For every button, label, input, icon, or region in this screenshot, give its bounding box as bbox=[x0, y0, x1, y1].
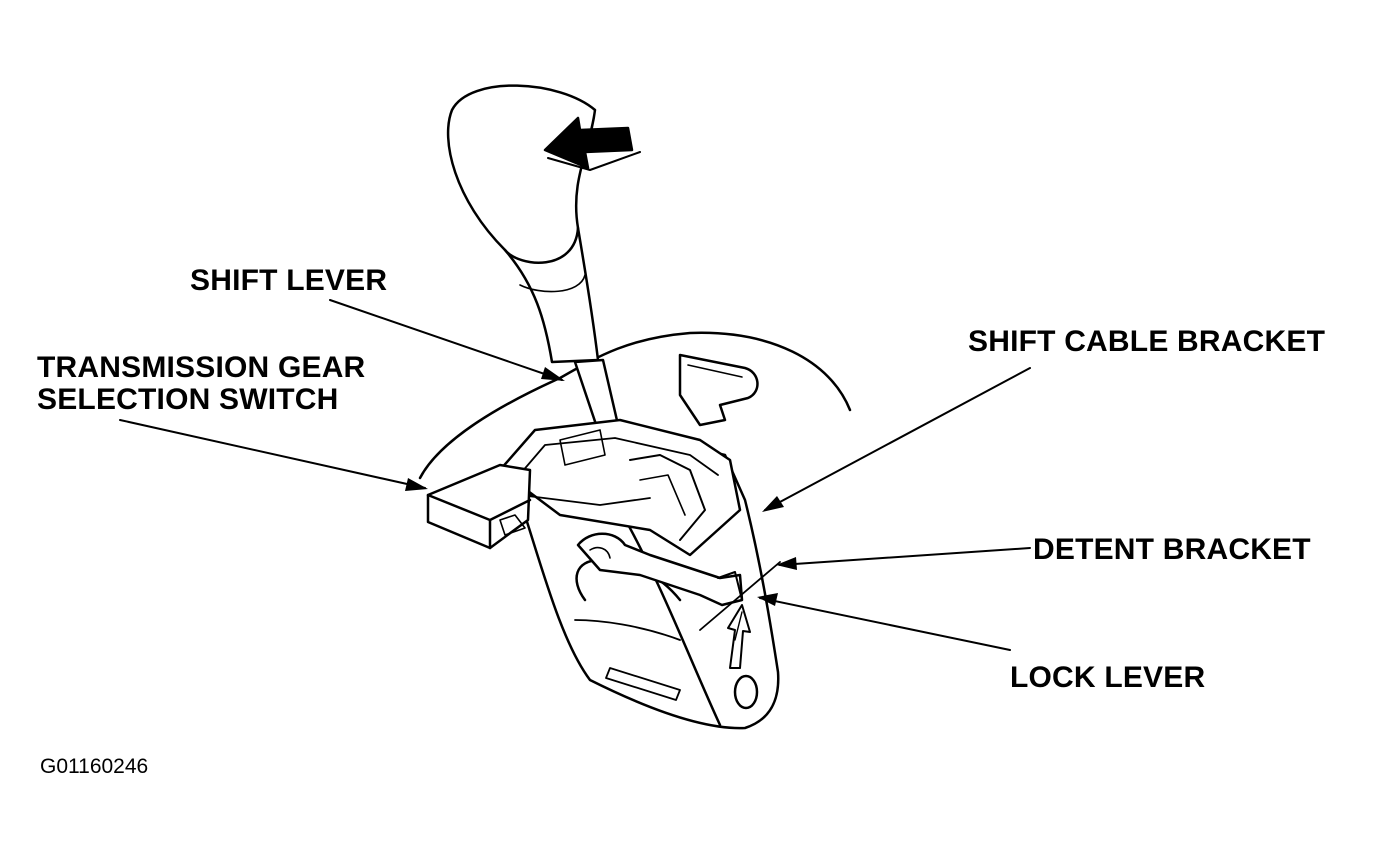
leader-lock bbox=[759, 597, 1011, 651]
lock-lever-part bbox=[576, 532, 744, 607]
arrowhead-detent bbox=[776, 557, 797, 570]
leader-shift-lever bbox=[329, 299, 563, 381]
gate-plate bbox=[498, 418, 742, 557]
gear-selection-switch bbox=[426, 463, 532, 550]
label-transmission-gear-selection-switch: TRANSMISSION GEAR SELECTION SWITCH bbox=[37, 352, 365, 416]
arrowhead-shift-lever bbox=[541, 367, 565, 381]
leader-tgss bbox=[119, 419, 426, 489]
label-lock-lever: LOCK LEVER bbox=[1010, 661, 1206, 694]
leader-cable-bracket bbox=[764, 367, 1031, 511]
label-tgss-line1: TRANSMISSION GEAR bbox=[37, 351, 366, 384]
arrowhead-tgss bbox=[405, 478, 428, 491]
guide-plate bbox=[678, 353, 759, 427]
label-shift-lever: SHIFT LEVER bbox=[190, 264, 388, 297]
leader-detent bbox=[779, 547, 1031, 566]
push-arrow bbox=[543, 116, 634, 170]
label-tgss-line2: SELECTION SWITCH bbox=[37, 383, 339, 416]
figure-id: G01160246 bbox=[40, 755, 149, 778]
console-outline bbox=[418, 331, 852, 480]
label-detent-bracket: DETENT BRACKET bbox=[1033, 533, 1311, 566]
arrowhead-cable-bracket bbox=[762, 496, 784, 512]
push-up-arrow bbox=[727, 604, 751, 669]
label-shift-cable-bracket: SHIFT CABLE BRACKET bbox=[968, 325, 1326, 358]
arrowhead-lock bbox=[757, 593, 778, 606]
